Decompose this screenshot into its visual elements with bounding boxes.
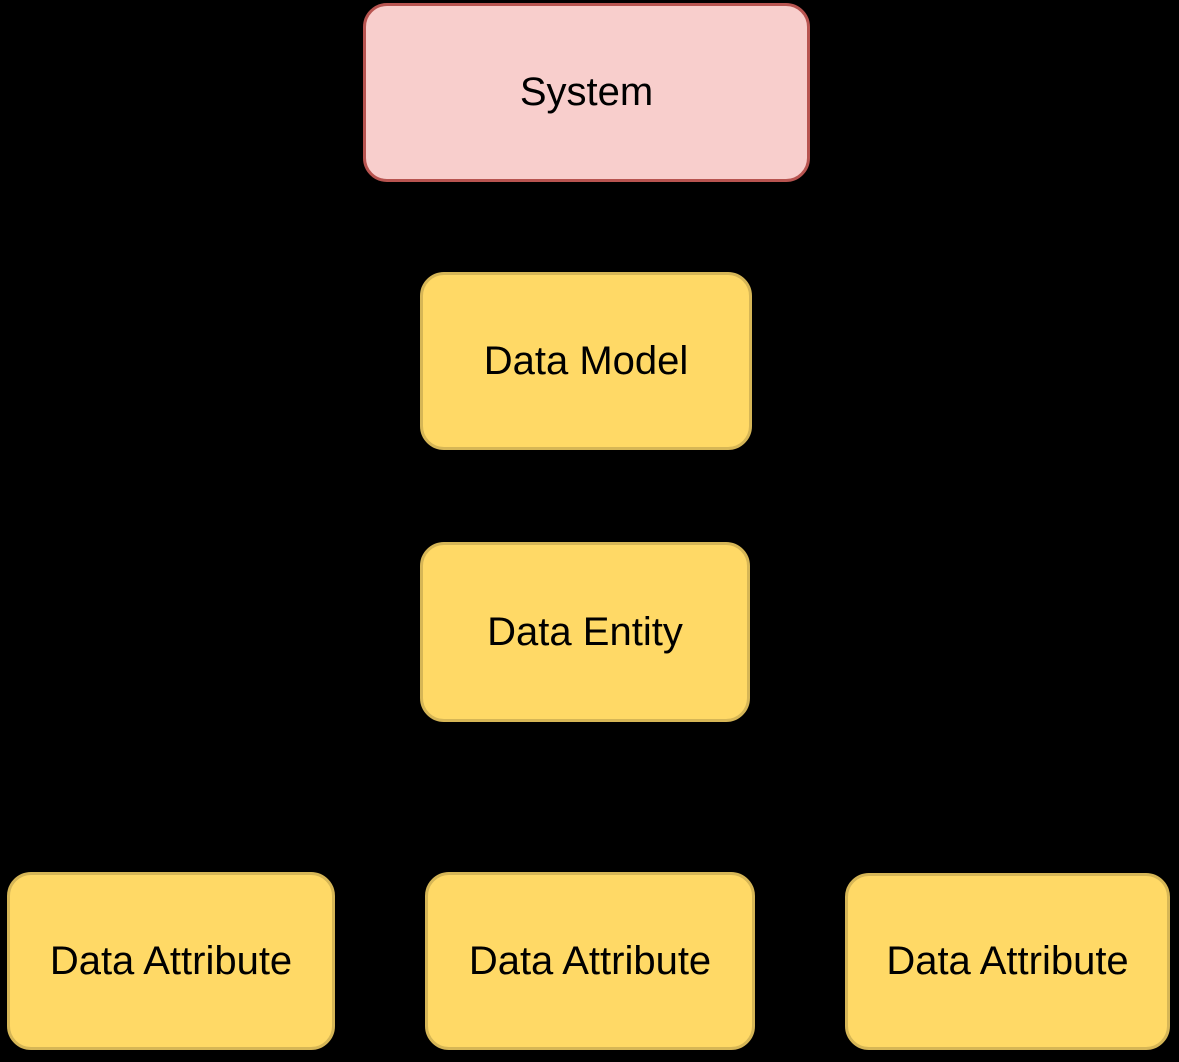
node-data-attribute-right-label: Data Attribute	[886, 939, 1129, 983]
node-system-label: System	[519, 70, 654, 114]
node-system: System	[363, 3, 810, 182]
edge-data-entity-to-attr-middle	[584, 721, 591, 873]
node-data-attribute-right: Data Attribute	[845, 873, 1170, 1050]
edge-data-entity-to-attr-left	[170, 721, 586, 873]
node-data-attribute-middle-label: Data Attribute	[468, 938, 712, 983]
node-data-entity-label: Data Entity	[487, 609, 683, 654]
edge-data-entity-to-attr-right	[584, 721, 1008, 874]
node-data-attribute-middle: Data Attribute	[425, 872, 755, 1050]
node-data-entity: Data Entity	[420, 542, 750, 722]
node-data-model: Data Model	[420, 272, 752, 450]
edge-data-model-to-data-entity	[584, 449, 587, 543]
node-data-attribute-left: Data Attribute	[7, 872, 335, 1050]
node-data-model-label: Data Model	[483, 338, 689, 383]
node-data-attribute-left-label: Data Attribute	[49, 938, 293, 983]
